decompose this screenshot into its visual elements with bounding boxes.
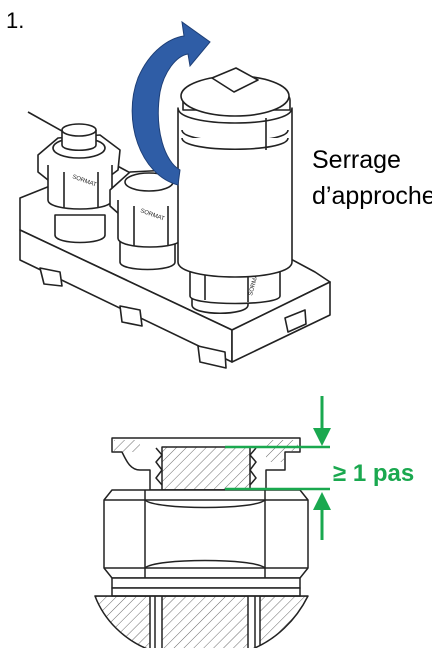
cross-section xyxy=(94,437,309,648)
bolt-thread xyxy=(161,446,251,491)
curved-arrow-icon xyxy=(131,20,211,186)
pitch-label: ≥ 1 pas xyxy=(333,460,415,487)
pitch-dimension xyxy=(225,396,331,540)
arrow-up-icon xyxy=(313,492,331,510)
hex-nut xyxy=(103,489,309,579)
lower-nut-3 xyxy=(197,345,227,369)
caption: Serrage d’approche xyxy=(312,142,432,214)
socket xyxy=(177,67,293,278)
lower-nut-4 xyxy=(284,309,307,333)
flange-assembly: SORMAT SORMAT SORMAT xyxy=(19,67,331,369)
caption-line-1: Serrage xyxy=(312,146,401,174)
flange-plate-side xyxy=(231,281,331,363)
lower-nut-2 xyxy=(119,305,143,327)
step-number: 1. xyxy=(6,8,25,33)
caption-line-2: d’approche xyxy=(312,182,432,210)
lower-nut-1 xyxy=(39,267,63,287)
washer xyxy=(111,577,301,589)
flange-section xyxy=(94,595,309,648)
bolt-nut-1: SORMAT xyxy=(37,123,121,244)
arrow-down-icon xyxy=(313,428,331,446)
